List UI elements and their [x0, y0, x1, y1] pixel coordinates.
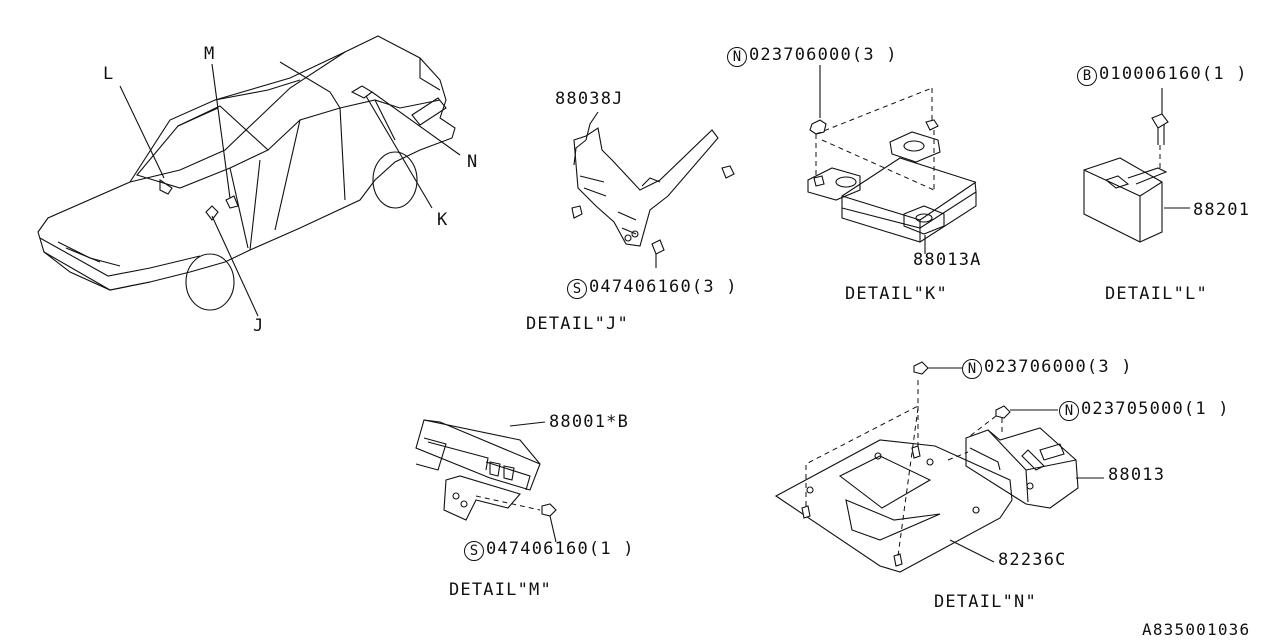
detail-k-title: DETAIL"K" [845, 284, 948, 304]
detail-n-plate [774, 361, 1104, 573]
part-88201: 88201 [1193, 200, 1251, 220]
screw-symbol: S [567, 279, 587, 299]
nut-symbol: N [962, 359, 982, 379]
bolt-part-number: 010006160(1 ) [1099, 64, 1248, 84]
part-88013: 88013 [1108, 465, 1166, 485]
part-82236c: 82236C [998, 550, 1067, 570]
nut-part-number: 023706000(3 ) [984, 357, 1133, 377]
nut-part-number: 023706000(3 ) [749, 45, 898, 65]
part-88001b: 88001*B [549, 412, 630, 432]
screw-symbol: S [464, 541, 484, 561]
detail-m-unit [415, 419, 557, 543]
detail-n-title: DETAIL"N" [934, 592, 1037, 612]
drawing-id: A835001036 [1142, 620, 1251, 639]
callout-n: N [467, 152, 479, 172]
detail-l-title: DETAIL"L" [1105, 284, 1208, 304]
nut-symbol: N [1059, 401, 1079, 421]
part-88013a: 88013A [913, 250, 982, 270]
detail-j-title: DETAIL"J" [526, 314, 629, 334]
screw-part-number: 047406160(1 ) [486, 539, 635, 559]
nut-symbol: N [727, 47, 747, 67]
callout-m: M [204, 44, 216, 64]
detail-m-title: DETAIL"M" [449, 580, 552, 600]
detail-j-bracket [571, 111, 735, 268]
detail-k-unit [807, 65, 977, 254]
callout-k: K [437, 210, 449, 230]
car-illustration [37, 35, 461, 317]
detail-l-module [1083, 88, 1190, 243]
part-88038j: 88038J [555, 89, 624, 109]
callout-j: J [253, 316, 265, 336]
bolt-symbol: B [1077, 66, 1097, 86]
callout-l: L [103, 64, 115, 84]
screw-part-number: 047406160(3 ) [589, 277, 738, 297]
nut-part-number: 023705000(1 ) [1081, 399, 1230, 419]
